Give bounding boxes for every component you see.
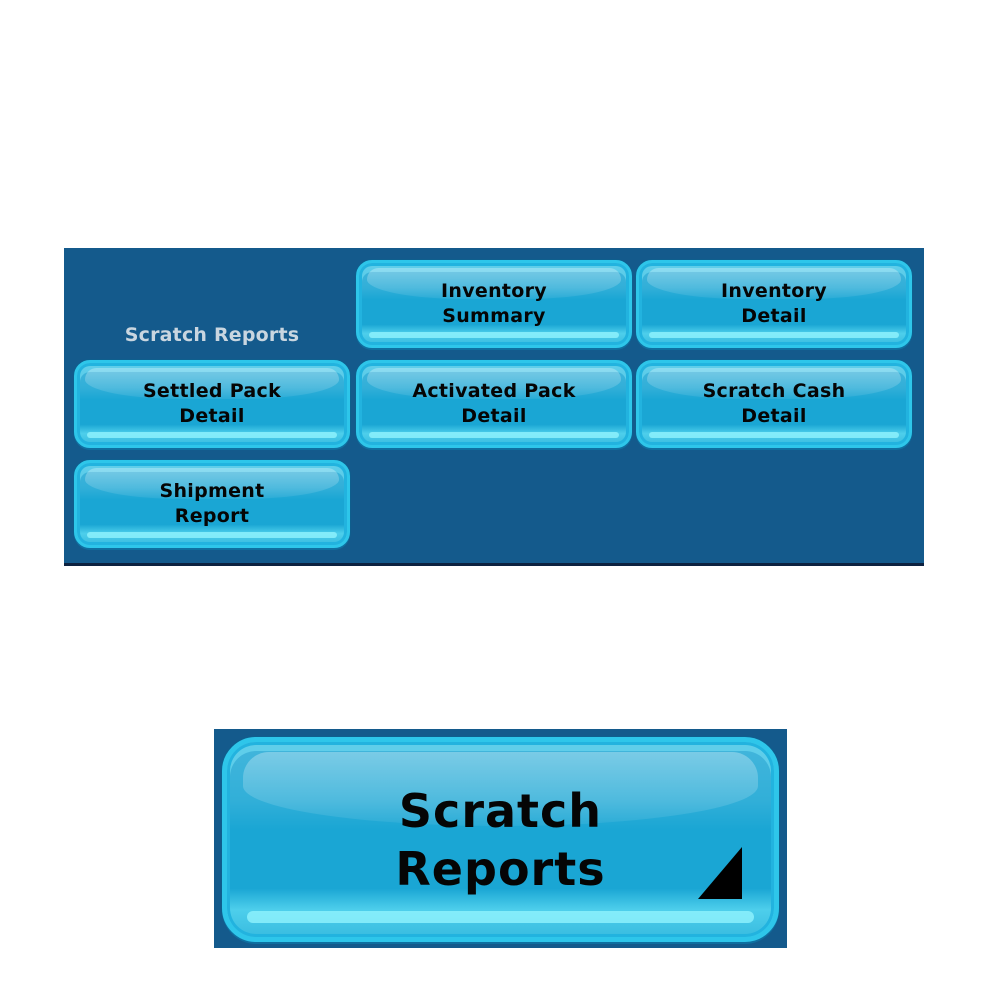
- label-line-2: Detail: [461, 405, 527, 427]
- scratch-cash-detail-button[interactable]: Scratch Cash Detail: [636, 360, 912, 448]
- corner-triangle-icon: [698, 847, 742, 899]
- label-line-2: Summary: [442, 305, 546, 327]
- activated-pack-detail-button[interactable]: Activated Pack Detail: [356, 360, 632, 448]
- inventory-detail-button[interactable]: Inventory Detail: [636, 260, 912, 348]
- button-label: Settled Pack Detail: [143, 379, 281, 429]
- label-line-1: Inventory: [721, 280, 827, 302]
- button-label: Inventory Detail: [721, 279, 827, 329]
- label-line-1: Scratch Cash: [702, 380, 846, 402]
- label-line-1: Shipment: [159, 480, 265, 502]
- scratch-reports-launcher-frame: Scratch Reports: [214, 729, 787, 948]
- inventory-summary-button[interactable]: Inventory Summary: [356, 260, 632, 348]
- scratch-reports-button[interactable]: Scratch Reports: [222, 737, 779, 942]
- label-line-2: Reports: [395, 841, 606, 896]
- label-line-1: Settled Pack: [142, 380, 282, 402]
- label-line-1: Activated Pack: [412, 380, 576, 402]
- button-label: Shipment Report: [159, 479, 264, 529]
- button-label: Activated Pack Detail: [412, 379, 575, 429]
- shipment-report-button[interactable]: Shipment Report: [74, 460, 350, 548]
- label-line-2: Detail: [741, 305, 807, 327]
- label-line-1: Inventory: [441, 280, 547, 302]
- section-title: Scratch Reports: [124, 324, 300, 346]
- button-label: Scratch Cash Detail: [703, 379, 846, 429]
- label-line-2: Detail: [741, 405, 807, 427]
- settled-pack-detail-button[interactable]: Settled Pack Detail: [74, 360, 350, 448]
- button-label: Scratch Reports: [395, 782, 605, 898]
- label-line-2: Detail: [179, 405, 245, 427]
- label-line-1: Scratch: [398, 783, 603, 838]
- scratch-reports-menu-panel: Scratch Reports Inventory Summary Invent…: [64, 248, 924, 566]
- button-label: Inventory Summary: [441, 279, 547, 329]
- label-line-2: Report: [174, 505, 250, 527]
